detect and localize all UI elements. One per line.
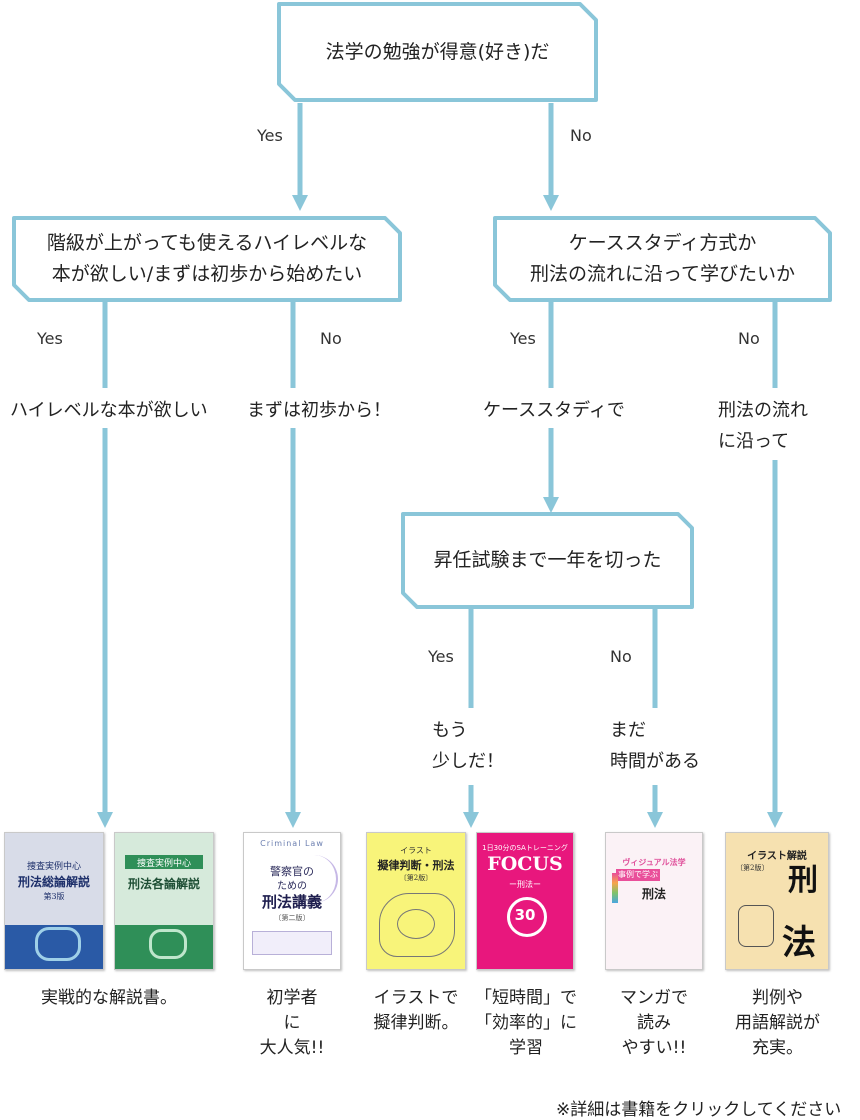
node-q1-text: 法学の勉強が得意(好き)だ (325, 40, 550, 63)
book-illust-kaisetsu-title: イラスト解説 (747, 851, 807, 862)
node-q4: 昇任試験まで一年を切った (403, 514, 692, 607)
node-q3: ケーススタディ方式か 刑法の流れに沿って学びたいか (495, 218, 830, 300)
caption-commentary: 判例や 用語解説が 充実。 (735, 988, 820, 1058)
node-q3-shape (493, 216, 832, 302)
node-q2-shape (12, 216, 402, 302)
caption-beginner: 初学者 に 大人気!! (259, 988, 325, 1058)
timer-icon (507, 897, 547, 937)
color-index-icon (612, 873, 618, 903)
label-q2-no: No (320, 329, 342, 348)
caption-efficient: 「短時間」で 「効率的」に 学習 (475, 988, 577, 1058)
book-focus-title: FOCUS (487, 853, 563, 875)
label-q2-yes: Yes (37, 329, 63, 348)
label-q4-no: No (610, 647, 632, 666)
node-q1-shape (277, 2, 598, 102)
book-keiho-kakuron-title: 刑法各論解説 (127, 877, 200, 891)
answer-soon: もう 少しだ！ (432, 715, 504, 777)
label-q1-yes: Yes (257, 126, 283, 145)
book-cover-stripe (125, 855, 203, 869)
illustration-detail-icon (397, 909, 435, 939)
book-manga-series: ヴィジュアル法学 (622, 858, 686, 867)
node-q4-text: 昇任試験まで一年を切った (433, 549, 662, 571)
answer-notyet: まだ 時間がある (610, 715, 700, 777)
book-focus-subject: ー刑法ー (509, 880, 541, 889)
book-keiho-soron-series: 捜査実例中心 (26, 862, 81, 872)
book-keiho-kogi[interactable]: Criminal Law 警察官の ための 刑法講義 〔第二版〕 (243, 832, 341, 970)
label-q3-yes: Yes (510, 329, 536, 348)
book-manga-title: 刑法 (641, 887, 666, 901)
node-q2: 階級が上がっても使えるハイレベルな 本が欲しい/まずは初歩から始めたい (14, 218, 400, 300)
book-keiho-kakuron[interactable]: 捜査実例中心 刑法各論解説 (114, 832, 214, 970)
book-cover-band (115, 925, 213, 969)
handshake-icon (35, 927, 81, 961)
globe-icon (149, 929, 187, 959)
label-q4-yes: Yes (428, 647, 454, 666)
book-keiho-soron-edition: 第3版 (43, 892, 65, 901)
footer-note: ※詳細は書籍をクリックしてください (556, 1100, 842, 1120)
book-keiho-kogi-title: 刑法講義 (261, 893, 322, 911)
book-cover-arc (300, 855, 338, 903)
book-cover-blurb (252, 931, 332, 955)
answer-flow: 刑法の流れ に沿って (718, 395, 808, 457)
caption-manga: マンガで 読み やすい!! (620, 988, 688, 1058)
book-keiho-kogi-english: Criminal Law (260, 839, 324, 848)
book-gitsu-handan-edition: 〔第2版〕 (399, 874, 433, 882)
caption-illustration: イラストで 擬律判断。 (373, 988, 459, 1033)
node-q2-text: 階級が上がっても使えるハイレベルな 本が欲しい/まずは初歩から始めたい (46, 232, 368, 285)
book-gitsu-handan[interactable]: イラスト 擬律判断・刑法 〔第2版〕 (366, 832, 466, 970)
answer-highlevel: ハイレベルな本が欲しい (10, 395, 208, 426)
book-keiho-kogi-sub2: ための (277, 881, 307, 892)
label-q1-no: No (570, 126, 592, 145)
book-focus-number: 30 (514, 906, 536, 924)
book-gitsu-handan-series: イラスト (400, 846, 432, 855)
book-focus[interactable]: 1日30分のSAトレーニング FOCUS ー刑法ー 30 (476, 832, 574, 970)
book-keiho-kogi-edition: 〔第二版〕 (274, 914, 310, 922)
illustration-icon (379, 893, 455, 957)
answer-casestudy: ケーススタディで (483, 395, 625, 426)
book-keiho-soron-title: 刑法総論解説 (17, 875, 90, 889)
book-manga[interactable]: ヴィジュアル法学 事例で学ぶ 刑法 (605, 832, 703, 970)
node-q3-text: ケーススタディ方式か 刑法の流れに沿って学びたいか (529, 232, 796, 285)
book-cover-band (5, 925, 103, 969)
book-keiho-soron[interactable]: 捜査実例中心 刑法総論解説 第3版 (4, 832, 104, 970)
label-q3-no: No (738, 329, 760, 348)
book-cover-label (616, 869, 660, 881)
book-illust-kaisetsu-char2: 法 (782, 923, 816, 963)
book-illust-kaisetsu-edition: 〔第2版〕 (736, 864, 769, 872)
book-illust-kaisetsu-char1: 刑 (788, 863, 818, 898)
book-keiho-kogi-sub1: 警察官の (270, 865, 314, 878)
node-q4-shape (401, 512, 694, 609)
book-gitsu-handan-title: 擬律判断・刑法 (377, 859, 455, 872)
book-keiho-kakuron-series: 捜査実例中心 (136, 859, 191, 869)
answer-basic: まずは初歩から！ (247, 395, 391, 426)
book-manga-sub: 事例で学ぶ (618, 870, 658, 879)
book-focus-series: 1日30分のSAトレーニング (482, 844, 568, 852)
caption-practical: 実戦的な解説書。 (41, 988, 177, 1008)
node-q1: 法学の勉強が得意(好き)だ (279, 4, 596, 100)
book-illust-kaisetsu[interactable]: イラスト解説 〔第2版〕 刑 法 (725, 832, 829, 970)
illustration-icon (738, 905, 774, 947)
